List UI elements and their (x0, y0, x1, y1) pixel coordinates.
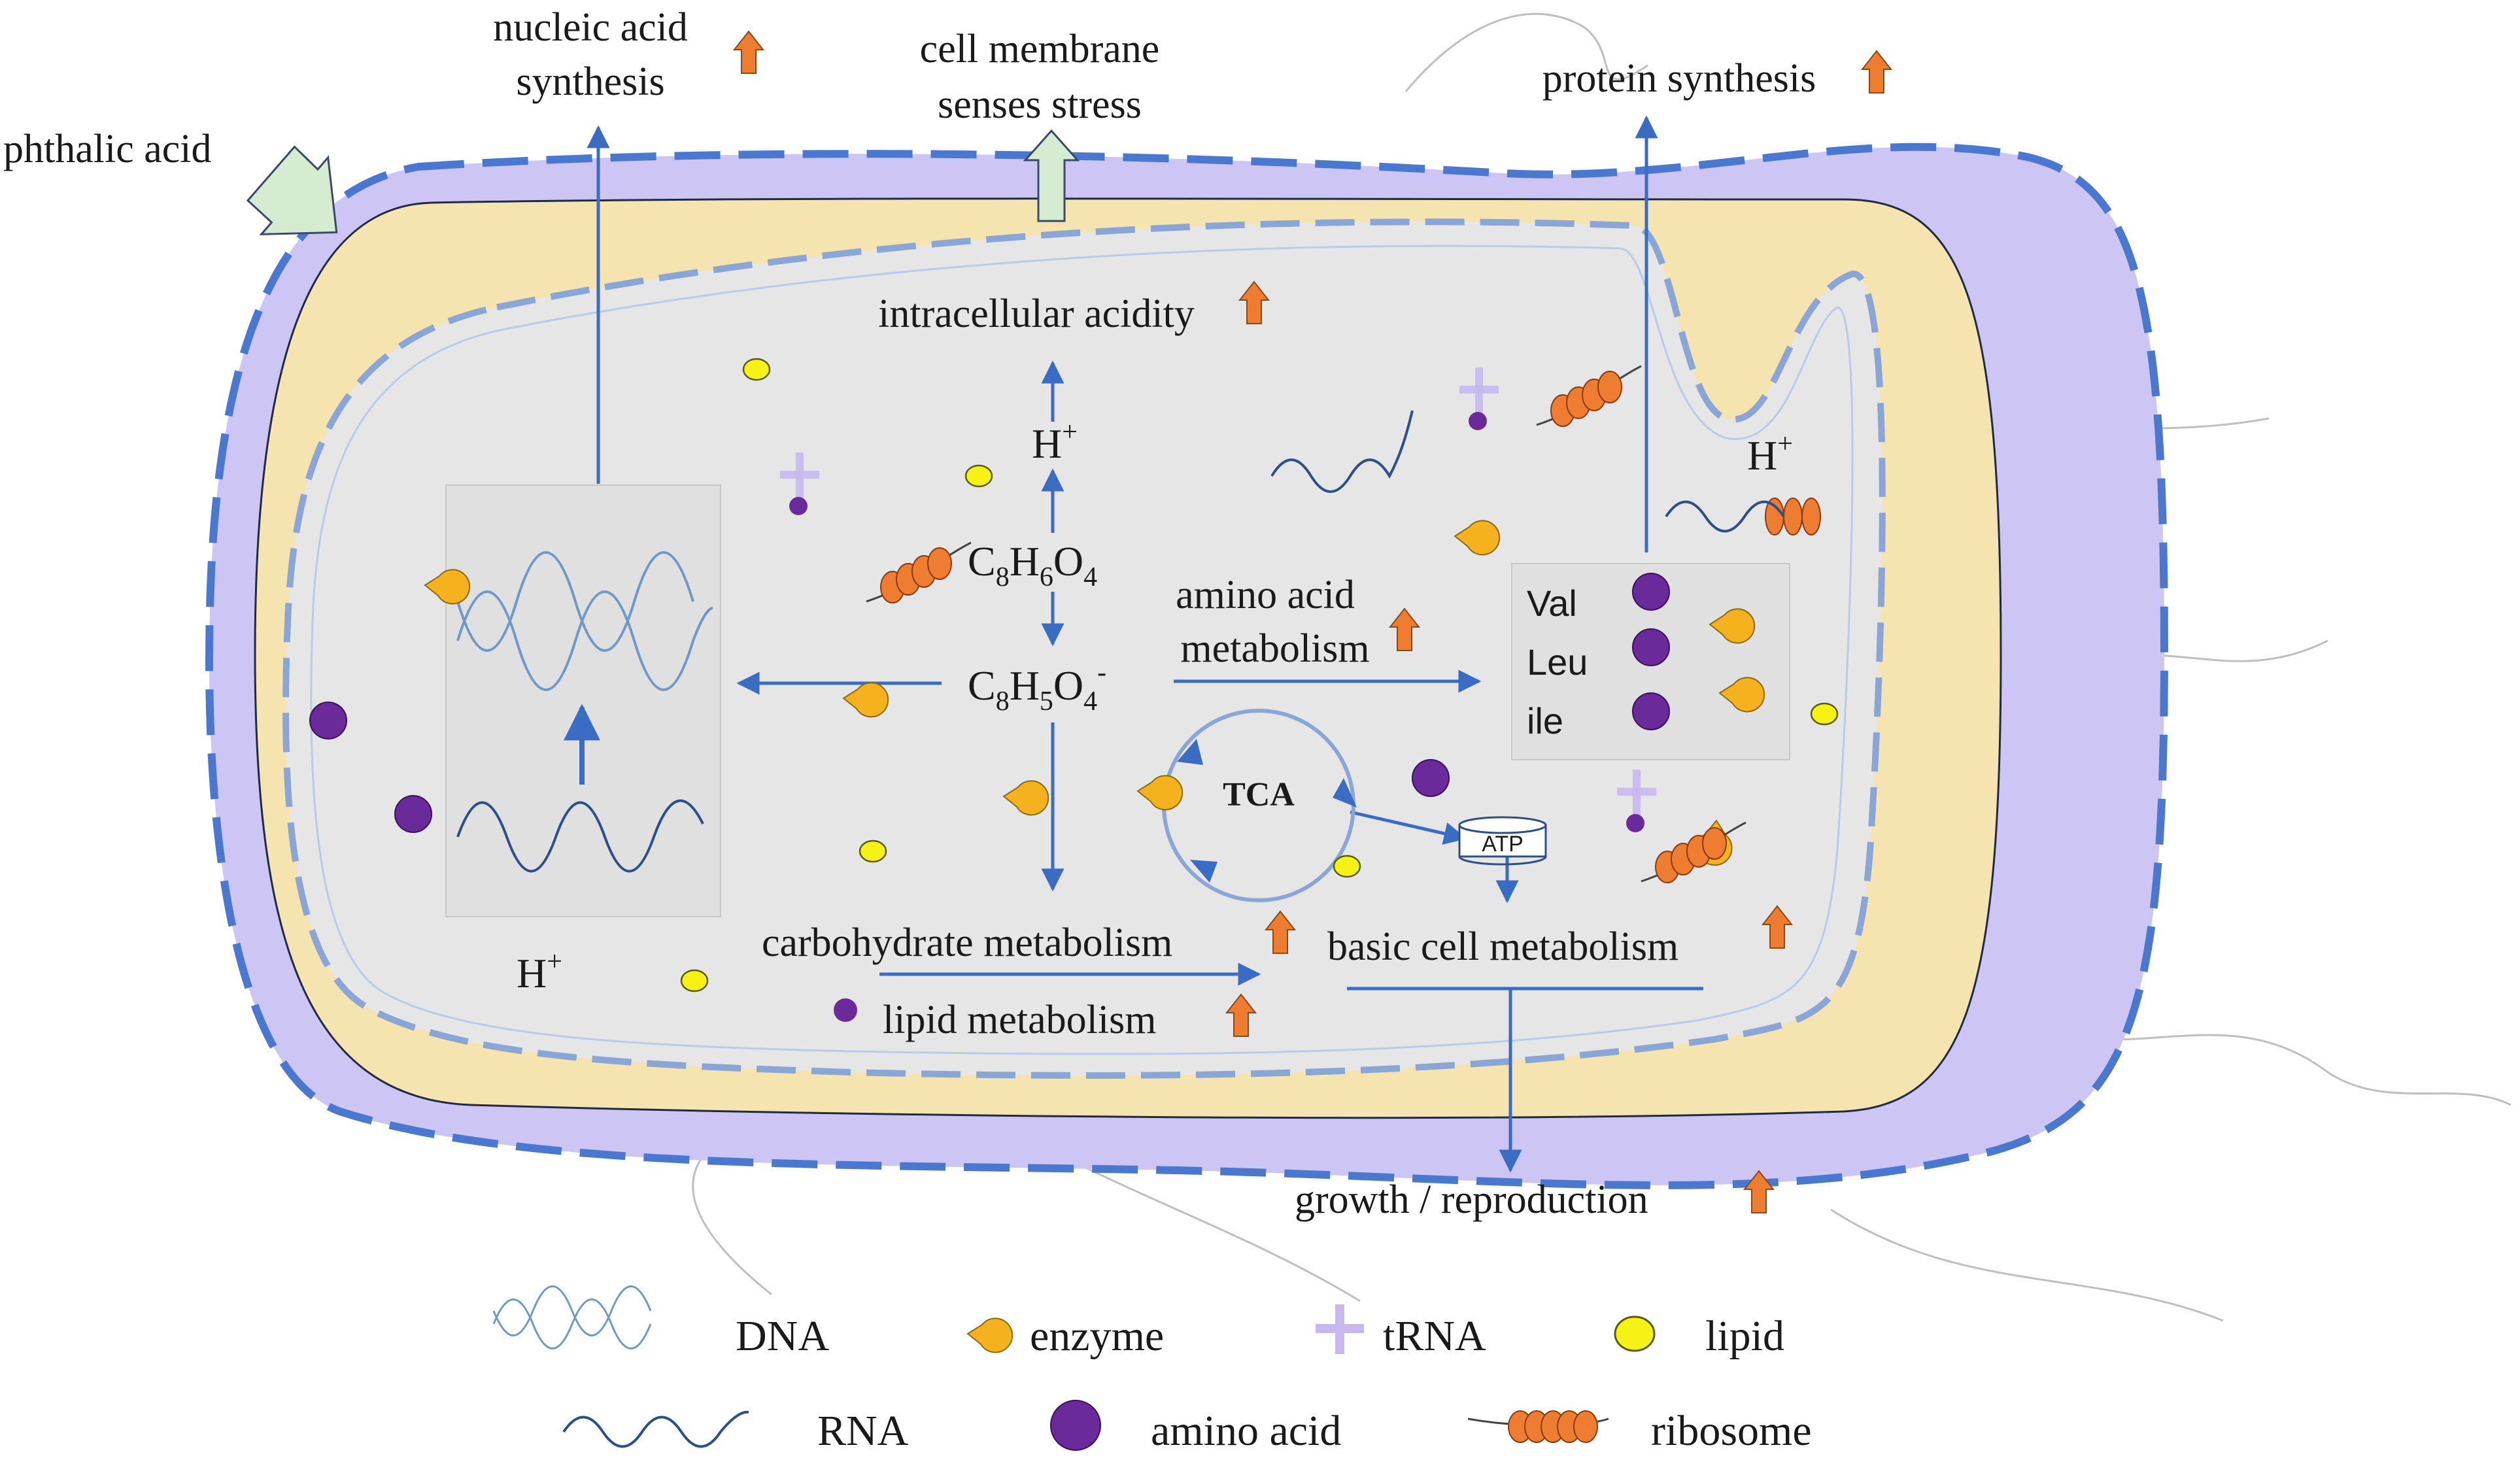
nucleoid-box (445, 484, 721, 917)
legend-ribosome-icon (1467, 1410, 1609, 1443)
pathway-arrows (587, 115, 1703, 1173)
nucleic-acid-increase-icon (734, 31, 764, 74)
lipid-icon (964, 464, 993, 488)
lipid-icon (680, 969, 709, 992)
val-amino-acid-icon (1632, 573, 1670, 611)
phthalic-acid-label: phthalic acid (3, 127, 211, 171)
lipid-icon (742, 358, 771, 381)
legend-lipid-label: lipid (1705, 1312, 1784, 1360)
legend-dna-label: DNA (736, 1312, 829, 1360)
scattered-components (309, 358, 1839, 1022)
legend-amino-acid-label: amino acid (1151, 1407, 1341, 1455)
amino-acid-icon (834, 998, 857, 1022)
ile-amino-acid-icon (1632, 692, 1670, 730)
amino-acid-metabolism-line2: metabolism (1180, 626, 1369, 671)
val-label: Val (1527, 583, 1577, 624)
nucleic-acid-label-line2: synthesis (516, 59, 664, 104)
legend-ribosome-label: ribosome (1651, 1407, 1812, 1455)
h-plus-top: H+ (1032, 417, 1078, 467)
protein-synthesis-increase-icon (1862, 50, 1892, 93)
membrane-label-line1: cell membrane (920, 27, 1160, 71)
legend-enzyme-label: enzyme (1030, 1312, 1164, 1360)
tca-label: TCA (1223, 776, 1295, 813)
h-plus-right: H+ (1747, 429, 1793, 479)
atp-cylinder: ATP (1458, 816, 1547, 866)
membrane-label-line2: senses stress (938, 82, 1142, 127)
protein-synthesis-label: protein synthesis (1542, 56, 1816, 101)
intracellular-acidity-label: intracellular acidity (878, 292, 1195, 336)
lipid-icon (1810, 702, 1839, 726)
inner-membrane-line (310, 245, 1854, 1055)
leu-label: Leu (1527, 641, 1588, 683)
phthalic-acid-entry-arrow (246, 145, 338, 235)
legend-dna-icon (492, 1285, 652, 1349)
amino-acid-icon (309, 702, 347, 739)
legend-trna-icon (1316, 1304, 1364, 1354)
growth-reproduction-label: growth / reproduction (1295, 1178, 1648, 1222)
lipid-icon (1333, 855, 1361, 878)
carbohydrate-metabolism-label: carbohydrate metabolism (762, 921, 1172, 965)
amino-acid-icon (1412, 759, 1450, 797)
legend: DNA enzyme tRNA lipid RNA amino acid rib… (492, 1285, 1812, 1455)
nucleic-acid-label-line1: nucleic acid (493, 5, 688, 50)
dna-in-box (456, 551, 713, 691)
rna-icon (1270, 410, 1414, 493)
amino-acid-metabolism-line1: amino acid (1176, 573, 1355, 617)
legend-amino-acid-icon (1050, 1400, 1101, 1451)
phthalate-formula: C8H5O4- (968, 658, 1106, 717)
ile-label: ile (1527, 700, 1563, 741)
h-plus-bottom: H+ (517, 947, 562, 996)
legend-lipid-icon (1614, 1315, 1656, 1352)
basic-cell-metabolism-label: basic cell metabolism (1327, 924, 1678, 969)
phthalic-acid-formula: C8H6O4 (968, 538, 1097, 592)
amino-acid-icon (394, 795, 432, 833)
rna-icon (1665, 500, 1785, 533)
lipid-metabolism-label: lipid metabolism (883, 998, 1156, 1042)
legend-rna-label: RNA (817, 1407, 909, 1455)
lipid-icon (859, 839, 887, 863)
legend-enzyme-icon (967, 1317, 1013, 1353)
legend-trna-label: tRNA (1383, 1312, 1486, 1360)
leu-amino-acid-icon (1632, 628, 1670, 666)
atp-label: ATP (1482, 832, 1524, 856)
rna-in-box (456, 799, 704, 873)
legend-rna-icon (562, 1410, 749, 1448)
ribosome-icon (1765, 498, 1821, 535)
membrane-stress-arrow (1023, 129, 1080, 222)
